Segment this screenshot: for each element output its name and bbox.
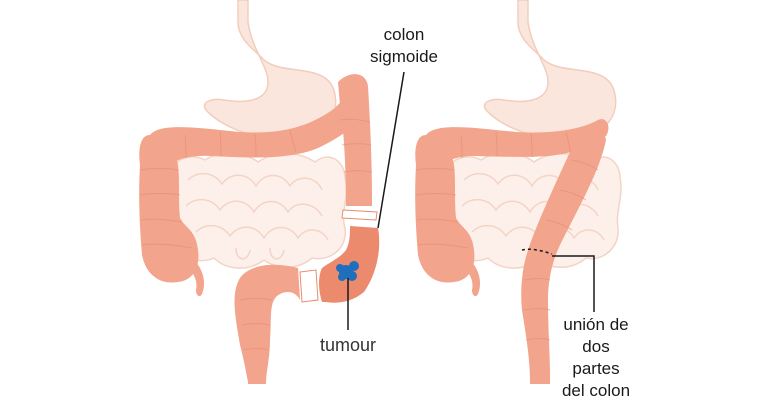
tumour-label: tumour [306,334,390,356]
anastomosis-label-line3: partes [572,359,620,378]
sigmoid-colon-label-line1: colon [383,25,425,44]
anastomosis-label: unión de dos partes del colon [546,314,646,402]
right-colon [415,119,609,384]
join-leader-line [552,255,595,312]
left-stomach [203,0,337,141]
sigmoid-colon-label-line2: sigmoide [369,47,439,66]
sigmoid-leader-line [377,71,405,229]
sigmoid-colon-segment [319,226,380,303]
anastomosis-label-line2: dos [582,337,610,356]
right-digestive-tract [415,0,622,384]
left-colon [139,74,380,384]
anastomosis-label-line4: del colon [561,381,631,400]
tumour-label-text: tumour [319,335,377,355]
tumour-mass [336,261,359,281]
anastomosis-label-line1: unión de [563,315,629,334]
sigmoid-colon-label: colon sigmoide [360,24,448,68]
right-stomach [483,0,617,141]
anastomosis-dashed-line [521,248,553,255]
left-digestive-tract [139,0,405,384]
